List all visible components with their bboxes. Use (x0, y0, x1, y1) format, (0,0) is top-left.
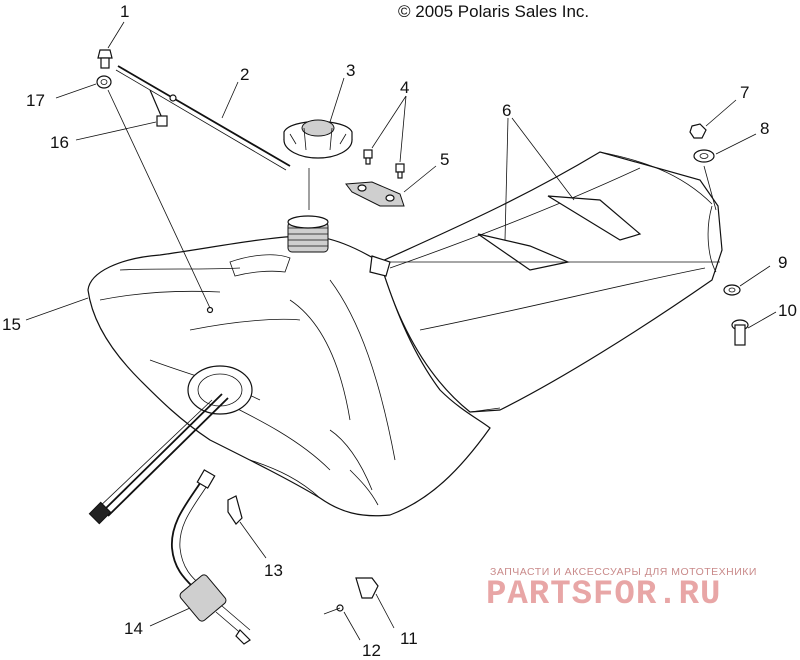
callout-17: 17 (26, 91, 45, 110)
part-8-washer (693, 149, 715, 163)
part-4-screws (363, 149, 405, 179)
part-12-screw (323, 604, 344, 615)
part-2-vent-line (115, 65, 291, 171)
callout-12: 12 (362, 641, 381, 660)
fuel-tank (87, 151, 723, 517)
callout-16: 16 (50, 133, 69, 152)
callout-13: 13 (264, 561, 283, 580)
callout-5: 5 (440, 150, 450, 169)
callout-15: 15 (2, 315, 21, 334)
part-16-valve (149, 89, 168, 127)
mount-point (206, 306, 214, 314)
leader-8-to-tank (703, 165, 717, 211)
callout-8: 8 (760, 119, 770, 138)
part-10-bolt (731, 319, 749, 346)
part-14-fuel-line-filter (171, 469, 251, 645)
callout-2: 2 (240, 65, 250, 84)
part-11-clip (355, 577, 379, 599)
watermark-subtitle: ЗАПЧАСТИ И АКСЕССУАРЫ ДЛЯ МОТОТЕХНИКИ (490, 566, 757, 578)
callout-9: 9 (778, 253, 788, 272)
watermark-logo: PARTSFOR.RU (486, 576, 722, 614)
part-7-nut (689, 123, 707, 139)
fuel-pump-harness (88, 393, 229, 525)
part-9-washer (723, 284, 741, 296)
callout-10: 10 (778, 301, 797, 320)
callout-6: 6 (502, 101, 512, 120)
callout-14: 14 (124, 619, 143, 638)
part-13-clip (227, 495, 243, 525)
callout-3: 3 (346, 61, 356, 80)
part-17-grommet (96, 75, 112, 89)
callout-1: 1 (120, 2, 130, 21)
part-5-bracket (345, 181, 405, 207)
callout-leaders (25, 21, 777, 641)
part-1-screw (97, 49, 113, 69)
callout-7: 7 (740, 83, 750, 102)
leader-17-to-tank (107, 89, 211, 309)
callout-11: 11 (400, 629, 418, 648)
part-3-fuel-cap (283, 119, 353, 159)
callout-4: 4 (400, 78, 410, 97)
copyright-text: © 2005 Polaris Sales Inc. (398, 2, 590, 21)
